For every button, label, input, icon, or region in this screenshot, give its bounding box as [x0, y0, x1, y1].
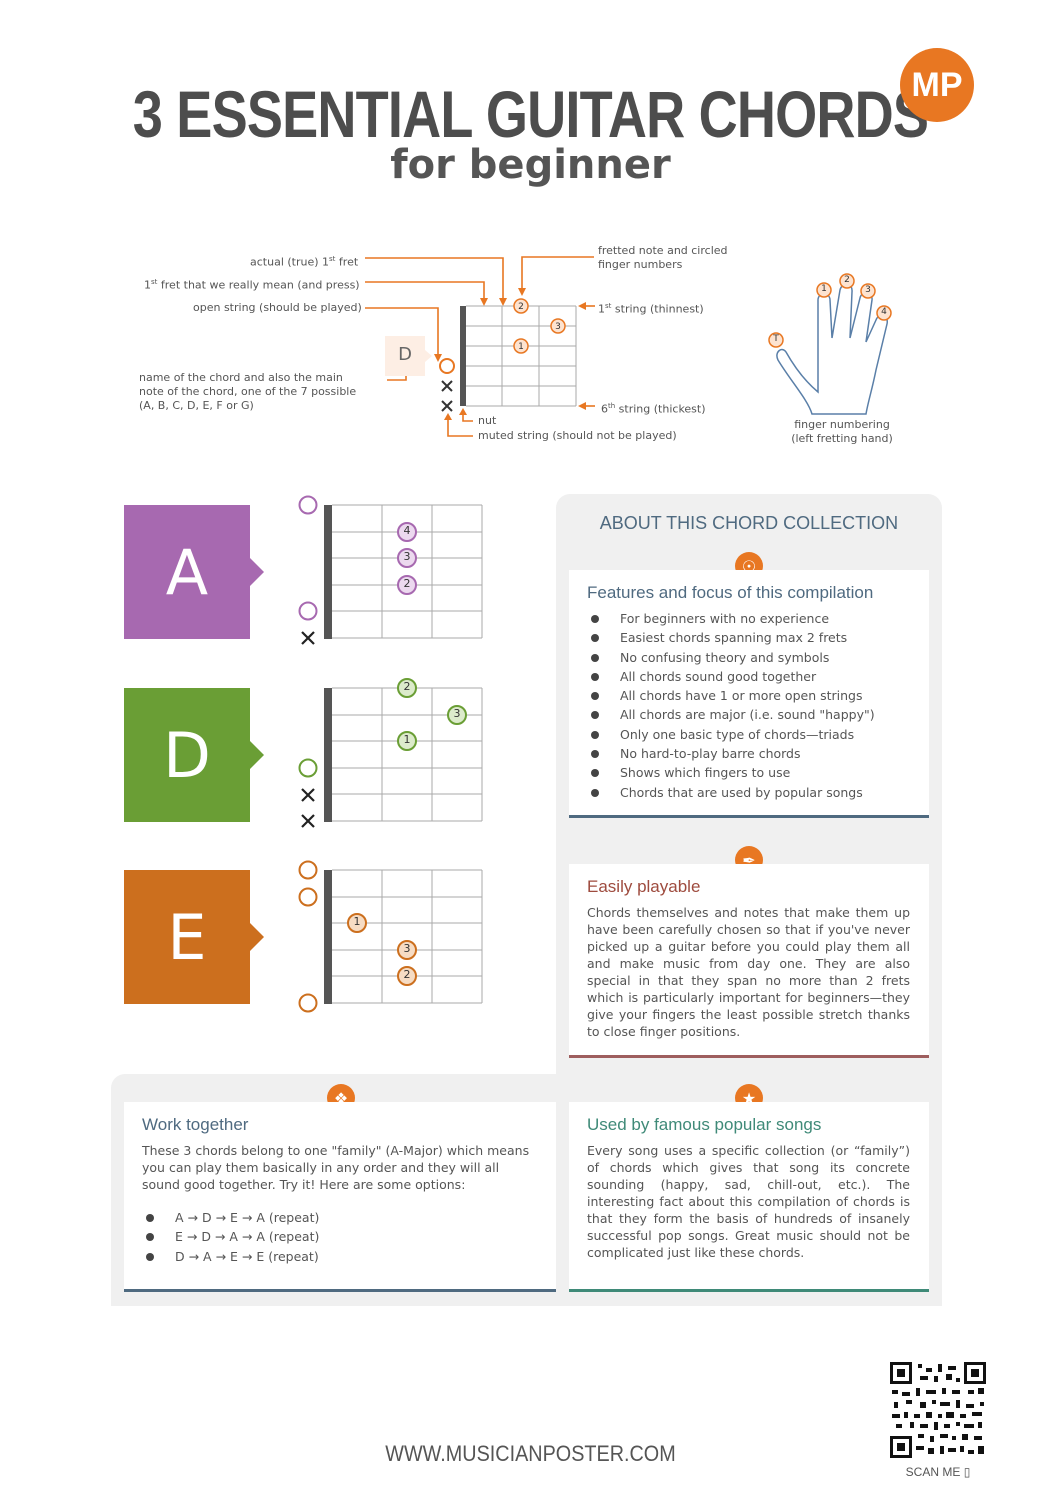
- legend-open-string: open string (should be played): [193, 301, 362, 314]
- list-item: All chords are major (i.e. sound "happy"…: [587, 705, 917, 724]
- playable-text: Chords themselves and notes that make th…: [587, 905, 910, 1039]
- finger-label-1: 1: [821, 284, 827, 294]
- chord-a-finger: 3: [403, 550, 411, 563]
- list-item: Easiest chords spanning max 2 frets: [587, 628, 917, 647]
- chord-e-block: E: [124, 870, 264, 1004]
- list-item: All chords sound good together: [587, 667, 917, 686]
- chord-d-finger: 3: [453, 707, 461, 720]
- chord-d-name: D: [163, 718, 211, 792]
- list-item: No hard-to-play barre chords: [587, 744, 917, 763]
- songs-card: Used by famous popular songs Every song …: [569, 1102, 929, 1292]
- playable-card: Easily playable Chords themselves and no…: [569, 864, 929, 1058]
- chord-e-finger: 1: [353, 915, 361, 928]
- chord-d-finger: 2: [403, 680, 411, 693]
- together-title: Work together: [142, 1115, 249, 1134]
- svg-text:1: 1: [518, 342, 524, 352]
- legend-mean-fret: 1st fret that we really mean (and press): [144, 278, 360, 292]
- chord-e-diagram: [298, 860, 483, 1013]
- features-title: Features and focus of this compilation: [587, 583, 874, 602]
- finger-label-3: 3: [865, 285, 871, 295]
- together-text: These 3 chords belong to one "family" (A…: [142, 1143, 530, 1192]
- qr-code[interactable]: [890, 1362, 986, 1458]
- legend-sixth-string: 6th string (thickest): [601, 402, 706, 416]
- chord-d-block: D: [124, 688, 264, 822]
- chord-diagrams: [298, 495, 483, 1013]
- scan-me-label: SCAN ME ▯: [905, 1465, 971, 1479]
- legend-finger-numbering: finger numbering: [794, 418, 890, 431]
- legend-first-string: 1st string (thinnest): [598, 302, 704, 316]
- list-item: A → D → E → A (repeat): [142, 1208, 538, 1227]
- legend-actual-fret: actual (true) 1st fret: [250, 255, 359, 269]
- list-item: E → D → A → A (repeat): [142, 1227, 538, 1246]
- legend-lines: 2 3 1: [365, 256, 892, 437]
- legend-nut: nut: [478, 414, 497, 427]
- list-item: Only one basic type of chords—triads: [587, 725, 917, 744]
- legend-fretted-note: fretted note and circled finger numbers: [598, 244, 728, 271]
- musicianposter-logo[interactable]: MP: [900, 48, 974, 122]
- logo-text: MP: [911, 65, 963, 104]
- list-item: All chords have 1 or more open strings: [587, 686, 917, 705]
- phone-icon: ▯: [963, 1465, 971, 1479]
- chord-d-finger: 1: [403, 733, 411, 746]
- together-card: Work together These 3 chords belong to o…: [124, 1102, 556, 1292]
- page-subtitle: for beginner: [390, 142, 671, 188]
- footer-url[interactable]: WWW.MUSICIANPOSTER.COM: [385, 1441, 676, 1466]
- list-item: Shows which fingers to use: [587, 763, 917, 782]
- page-title: 3 ESSENTIAL GUITAR CHORDS: [132, 77, 929, 151]
- features-card: Features and focus of this compilation F…: [569, 570, 929, 818]
- list-item: D → A → E → E (repeat): [142, 1247, 538, 1266]
- together-options: A → D → E → A (repeat) E → D → A → A (re…: [142, 1208, 538, 1266]
- chord-e-name: E: [167, 900, 207, 974]
- list-item: No confusing theory and symbols: [587, 648, 917, 667]
- svg-text:2: 2: [518, 302, 524, 312]
- finger-label-4: 4: [881, 307, 887, 317]
- features-list: For beginners with no experience Easiest…: [587, 609, 917, 802]
- chord-a-finger: 4: [403, 524, 411, 537]
- finger-label-thumb: T: [773, 334, 779, 344]
- svg-text:3: 3: [555, 322, 561, 332]
- chord-a-diagram: [298, 495, 483, 645]
- chord-a-name: A: [165, 535, 209, 609]
- chord-a-block: A: [124, 505, 264, 639]
- list-item: Chords that are used by popular songs: [587, 783, 917, 802]
- chord-e-finger: 2: [403, 968, 411, 981]
- playable-title: Easily playable: [587, 877, 701, 896]
- legend-finger-numbering-sub: (left fretting hand): [791, 432, 893, 445]
- chord-a-finger: 2: [403, 577, 411, 590]
- finger-label-2: 2: [844, 275, 850, 285]
- chord-d-diagram: [298, 678, 483, 828]
- legend-chord-name: name of the chord and also the main note…: [139, 371, 357, 412]
- legend-example-chord: D: [398, 344, 412, 365]
- songs-title: Used by famous popular songs: [587, 1115, 822, 1134]
- chord-e-finger: 3: [403, 942, 411, 955]
- legend-muted-string: muted string (should not be played): [478, 429, 677, 442]
- list-item: For beginners with no experience: [587, 609, 917, 628]
- about-heading: ABOUT THIS CHORD COLLECTION: [599, 513, 899, 533]
- songs-text: Every song uses a specific collection (o…: [587, 1143, 910, 1260]
